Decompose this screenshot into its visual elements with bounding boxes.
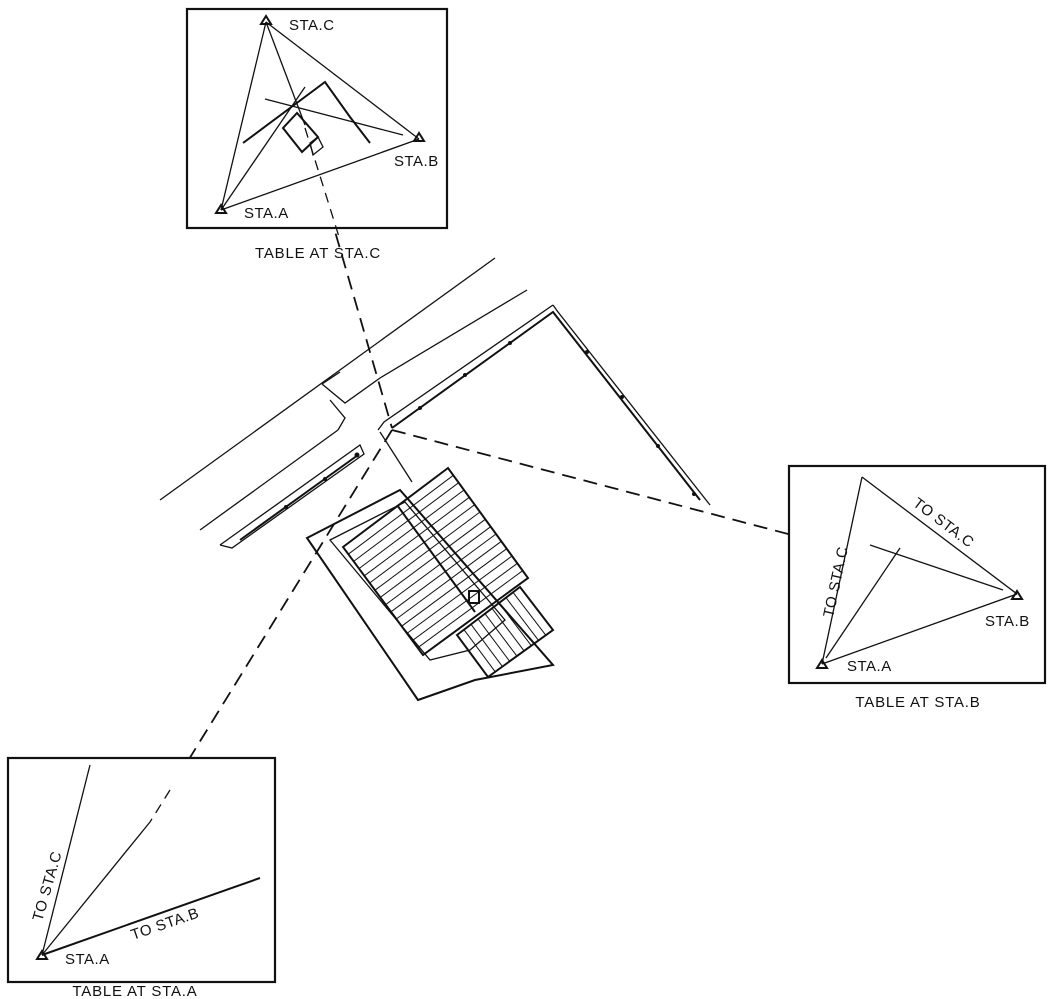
station-c-triangle-icon [259,14,273,25]
label-sta-b: STA.B [985,613,1030,630]
label-sta-b: STA.B [394,153,439,170]
hatch-line [380,518,486,598]
hatch-line [401,548,507,627]
hatch-line [512,592,547,636]
hatch-line [484,613,518,657]
station-a-triangle-icon [214,203,228,214]
hatch-line [385,526,491,606]
table-at-sta-c: STA.C STA.B STA.A TABLE AT STA.C [185,7,449,262]
label-sta-a: STA.A [244,205,289,222]
sight-line-b [391,429,831,546]
hatch-line [491,608,525,652]
hatch-line [353,482,459,562]
hatch-line [396,540,502,620]
hatch-line [463,629,496,673]
hatch-line [470,624,503,667]
label-sta-c: STA.C [289,17,335,34]
hatch-line [498,602,532,646]
hatch-line [390,533,497,613]
label-sta-a: STA.A [847,658,892,675]
caption-table-a: TABLE AT STA.A [72,983,197,999]
station-a-triangle-icon [815,658,829,669]
hatch-line [417,570,523,649]
station-b-triangle-icon [1010,589,1024,600]
hatch-line [406,555,513,634]
hatch-line [358,489,465,570]
caption-table-b: TABLE AT STA.B [855,694,980,711]
table-at-sta-b: TO STA.C TO STA.C STA.B STA.A TABLE AT S… [787,464,1047,711]
hatch-line [477,618,511,662]
table-at-sta-a: TO STA.C TO STA.B STA.A TABLE AT STA.A [6,756,277,999]
hatch-line [374,511,481,591]
sight-line-a [169,429,393,791]
house-lot [305,466,555,702]
hatch-line [412,562,518,642]
label-sta-a: STA.A [65,951,110,968]
roads [159,257,711,549]
hatch-line [505,597,539,641]
station-b-triangle-icon [412,131,426,142]
fence-line-upper [391,310,701,501]
hatch-line [364,496,470,577]
hatch-line [348,474,454,555]
fence-line-lower [239,454,359,541]
fence-posts [284,341,696,509]
hatch-line [369,504,475,584]
station-a-triangle-icon [35,949,49,960]
caption-table-c: TABLE AT STA.C [255,245,381,262]
chimney [468,590,480,604]
